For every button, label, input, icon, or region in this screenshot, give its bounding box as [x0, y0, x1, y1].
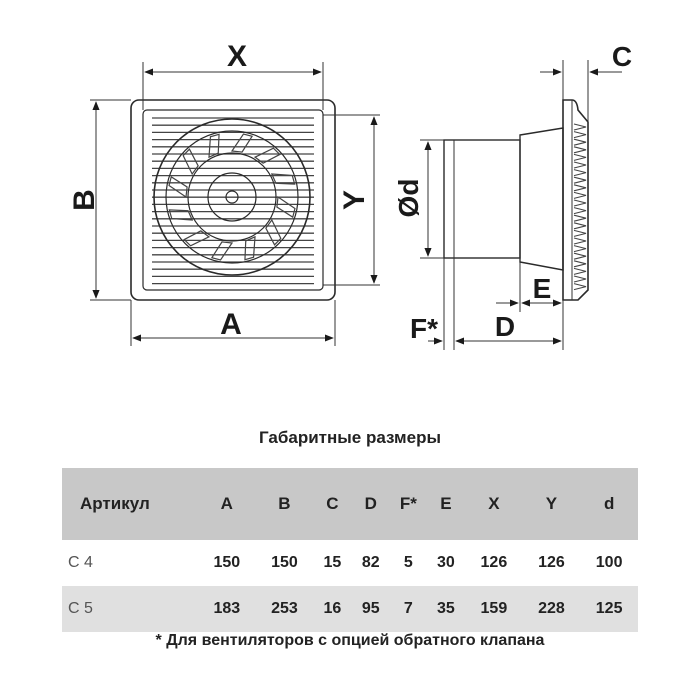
column-header-col-5: F* — [390, 468, 427, 540]
table-cell: 183 — [198, 586, 256, 632]
footnote: * Для вентиляторов с опцией обратного кл… — [155, 632, 545, 649]
table-title: Габаритные размеры — [259, 428, 441, 447]
table-cell: 253 — [255, 586, 314, 632]
column-header-col-1: A — [198, 468, 256, 540]
table-cell: 159 — [465, 586, 523, 632]
table-cell: 30 — [436, 554, 455, 571]
panel-ribs — [573, 123, 587, 291]
louver-slats — [152, 117, 314, 285]
table-cell: 150 — [213, 554, 241, 571]
column-header-col-8: Y — [522, 468, 581, 540]
table-cell: 228 — [522, 586, 581, 632]
table-cell: 125 — [580, 586, 638, 632]
dim-b-label: B — [68, 189, 101, 211]
table-cell: 5 — [403, 554, 413, 571]
row-article: С 5 — [62, 586, 198, 632]
table-cell: 150 — [271, 554, 298, 571]
column-header-article: Артикул — [62, 468, 198, 540]
column-header-col-3: C — [313, 468, 352, 540]
column-header-col-2: B — [255, 468, 314, 540]
table-cell: 95 — [351, 586, 390, 632]
technical-drawing: X A B Y C — [68, 40, 632, 350]
table-cell: 126 — [480, 554, 508, 571]
table-cell: 35 — [426, 586, 466, 632]
dim-d-label: D — [495, 311, 515, 342]
table-cell: 126 — [538, 554, 565, 571]
table-cell: 15 — [323, 554, 342, 571]
dim-y-label: Y — [338, 190, 371, 210]
dim-e-label: E — [533, 273, 552, 304]
column-header-col-4: D — [351, 468, 390, 540]
table-row: С 4 150 150 15 82 5 30 126 126 100 — [62, 540, 638, 586]
front-view: X A B Y — [68, 40, 380, 346]
dim-a-label: A — [220, 308, 242, 341]
table-cell: 82 — [361, 554, 380, 571]
side-view: C Ød E F* D — [393, 41, 632, 350]
dim-c-label: C — [612, 41, 632, 72]
table-cell: 16 — [313, 586, 352, 632]
dim-f-label: F* — [410, 313, 438, 344]
column-header-col-6: E — [426, 468, 466, 540]
row-article: С 4 — [68, 554, 93, 571]
impeller — [153, 118, 311, 276]
dim-x-label: X — [227, 40, 247, 73]
table-cell: 7 — [390, 586, 427, 632]
table-cell: 100 — [595, 554, 623, 571]
column-header-col-7: X — [465, 468, 523, 540]
column-header-col-9: d — [580, 468, 638, 540]
dim-diameter-label: Ød — [393, 179, 424, 218]
